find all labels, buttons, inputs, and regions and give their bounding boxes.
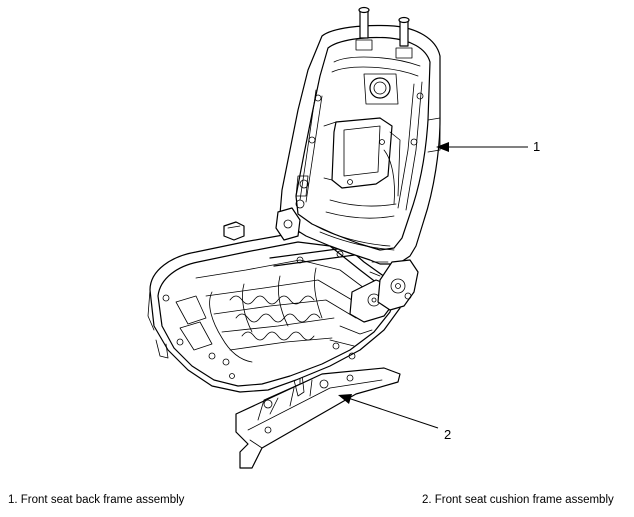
callout-number-2: 2 bbox=[444, 427, 452, 442]
callout-number-1: 1 bbox=[533, 139, 541, 154]
leader-line-1 bbox=[436, 142, 528, 152]
leader-line-2 bbox=[338, 394, 439, 429]
legend-item-2: 2. Front seat cushion frame assembly bbox=[422, 494, 614, 506]
legend-item-1: 1. Front seat back frame assembly bbox=[8, 494, 185, 506]
seat-cushion-frame bbox=[147, 221, 403, 469]
seat-back-frame bbox=[275, 6, 441, 311]
